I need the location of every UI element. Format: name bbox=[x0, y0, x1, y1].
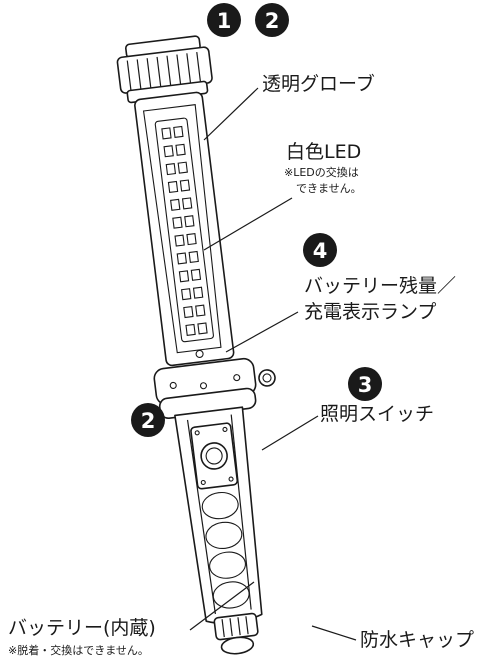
svg-text:1: 1 bbox=[217, 9, 232, 33]
svg-text:3: 3 bbox=[358, 373, 373, 397]
note-battery-not-removable: ※脱着・交換はできません。 bbox=[8, 643, 149, 657]
svg-text:4: 4 bbox=[313, 239, 328, 263]
label-light-switch: 照明スイッチ bbox=[320, 403, 434, 425]
badge-4: 4 bbox=[303, 233, 337, 267]
label-waterproof-cap: 防水キャップ bbox=[360, 629, 474, 651]
battery-indicator-lamp bbox=[195, 349, 204, 359]
led-array bbox=[161, 125, 208, 336]
work-light-illustration bbox=[116, 35, 276, 655]
waterproof-cap bbox=[213, 612, 259, 655]
badge-2-top: 2 bbox=[255, 3, 289, 37]
svg-text:2: 2 bbox=[141, 409, 156, 433]
badge-2-left: 2 bbox=[131, 403, 165, 437]
transparent-globe bbox=[134, 91, 235, 367]
label-battery-lamp-line2: 充電表示ランプ bbox=[304, 301, 436, 323]
svg-text:2: 2 bbox=[265, 9, 280, 33]
note-led-not-replaceable-1: ※LEDの交換は bbox=[284, 165, 359, 179]
handle-grips bbox=[201, 491, 250, 609]
leader-lines bbox=[189, 87, 357, 641]
switch-panel bbox=[190, 422, 239, 490]
label-battery-lamp-line1: バッテリー残量／ bbox=[304, 275, 456, 297]
hinge-ring bbox=[153, 357, 276, 420]
top-cap bbox=[116, 35, 213, 104]
badge-3: 3 bbox=[348, 367, 382, 401]
label-internal-battery: バッテリー(内蔵) bbox=[8, 617, 156, 639]
note-led-not-replaceable-2: できません。 bbox=[296, 182, 362, 195]
label-transparent-globe: 透明グローブ bbox=[262, 72, 375, 95]
badge-1: 1 bbox=[207, 3, 241, 37]
label-white-led: 白色LED bbox=[286, 141, 361, 163]
